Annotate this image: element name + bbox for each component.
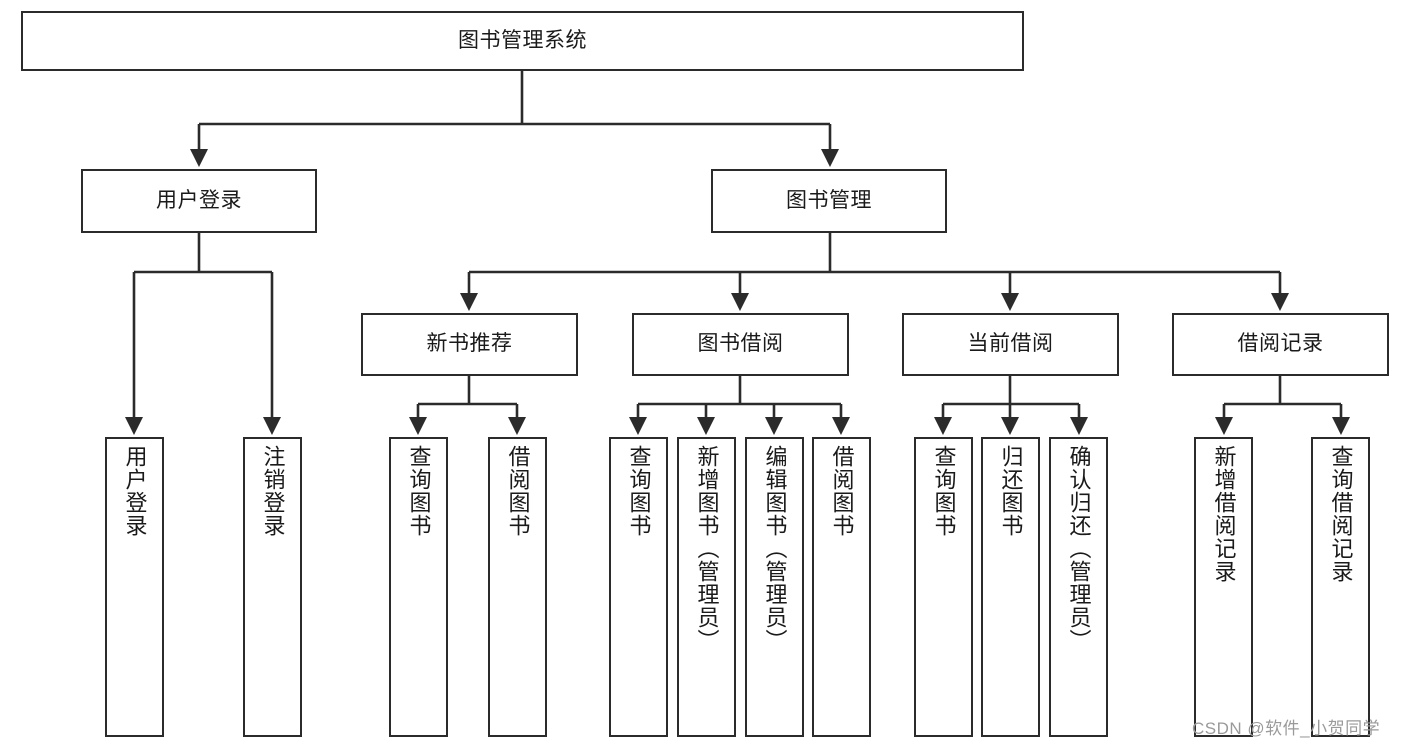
watermark-text: CSDN @软件_小贺同学 [1192, 719, 1381, 738]
node-leaf-query-book-2[interactable]: 查询图书 [609, 437, 668, 737]
node-borrow-record[interactable]: 借阅记录 [1172, 313, 1389, 376]
node-book-borrow[interactable]: 图书借阅 [632, 313, 849, 376]
node-leaf-borrow-book-2-label: 借阅图书 [829, 445, 855, 537]
node-leaf-query-record[interactable]: 查询借阅记录 [1311, 437, 1370, 737]
node-leaf-query-book-1-label: 查询图书 [406, 445, 432, 537]
node-leaf-add-record[interactable]: 新增借阅记录 [1194, 437, 1253, 737]
node-user-login-label: 用户登录 [156, 188, 242, 212]
node-leaf-query-book-3[interactable]: 查询图书 [914, 437, 973, 737]
node-leaf-user-logout-label: 注销登录 [260, 445, 286, 537]
node-leaf-add-book[interactable]: 新增图书（管理员） [677, 437, 736, 737]
node-leaf-borrow-book-1[interactable]: 借阅图书 [488, 437, 547, 737]
node-leaf-edit-book[interactable]: 编辑图书（管理员） [745, 437, 804, 737]
node-root-label: 图书管理系统 [458, 28, 587, 52]
node-leaf-query-book-1[interactable]: 查询图书 [389, 437, 448, 737]
node-user-login[interactable]: 用户登录 [81, 169, 317, 233]
node-leaf-query-book-3-label: 查询图书 [931, 445, 957, 537]
node-leaf-return-book-label: 归还图书 [998, 445, 1024, 537]
node-current-borrow[interactable]: 当前借阅 [902, 313, 1119, 376]
node-leaf-user-login-label: 用户登录 [122, 445, 148, 537]
node-root[interactable]: 图书管理系统 [21, 11, 1024, 71]
node-book-borrow-label: 图书借阅 [697, 332, 784, 356]
node-new-book-recommend[interactable]: 新书推荐 [361, 313, 578, 376]
node-current-borrow-label: 当前借阅 [967, 332, 1054, 356]
node-leaf-confirm-return-label: 确认归还（管理员） [1066, 445, 1092, 652]
node-leaf-edit-book-label: 编辑图书（管理员） [762, 445, 788, 652]
node-leaf-add-record-label: 新增借阅记录 [1211, 445, 1237, 583]
node-new-book-recommend-label: 新书推荐 [426, 332, 513, 356]
node-leaf-confirm-return[interactable]: 确认归还（管理员） [1049, 437, 1108, 737]
node-book-manage[interactable]: 图书管理 [711, 169, 947, 233]
node-leaf-query-book-2-label: 查询图书 [626, 445, 652, 537]
node-leaf-add-book-label: 新增图书（管理员） [694, 445, 720, 652]
node-leaf-user-login[interactable]: 用户登录 [105, 437, 164, 737]
node-leaf-return-book[interactable]: 归还图书 [981, 437, 1040, 737]
node-leaf-user-logout[interactable]: 注销登录 [243, 437, 302, 737]
node-book-manage-label: 图书管理 [786, 188, 872, 212]
node-leaf-borrow-book-1-label: 借阅图书 [505, 445, 531, 537]
node-borrow-record-label: 借阅记录 [1237, 332, 1324, 356]
node-leaf-borrow-book-2[interactable]: 借阅图书 [812, 437, 871, 737]
node-leaf-query-record-label: 查询借阅记录 [1328, 445, 1354, 583]
